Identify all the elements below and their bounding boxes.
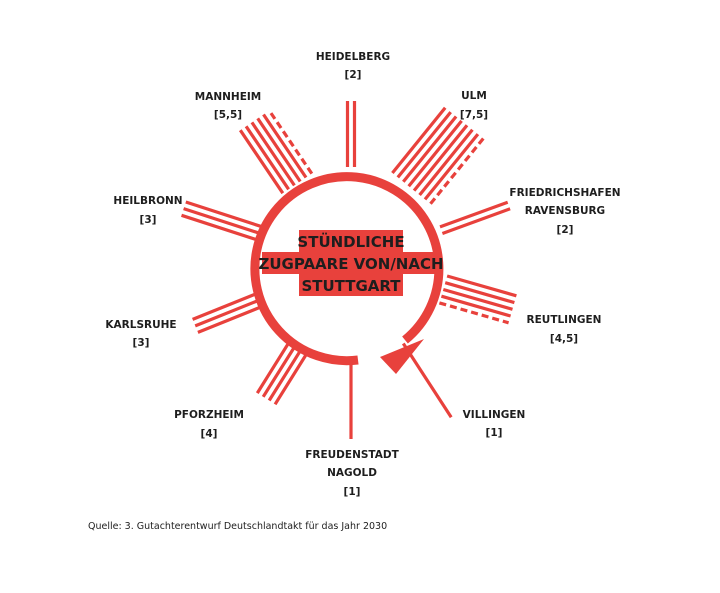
ray-karlsruhe-line-3 xyxy=(192,291,260,321)
ray-pforzheim-line-2 xyxy=(267,345,305,402)
center-title-line-3: STUTTGART xyxy=(301,277,401,295)
center-title-line-2-bg xyxy=(262,252,440,274)
label-mannheim-name: MANNHEIM xyxy=(195,91,261,103)
ray-mannheim-line-2 xyxy=(244,125,290,191)
label-heilbronn-count: [3] xyxy=(140,214,157,226)
ray-ulm-dashed-8 xyxy=(429,137,485,205)
label-ulm-count: [7,5] xyxy=(460,109,488,121)
ray-mannheim-line-3 xyxy=(250,121,296,187)
source-note: Quelle: 3. Gutachterentwurf Deutschlandt… xyxy=(88,521,388,532)
label-heidelberg-name: HEIDELBERG xyxy=(316,51,390,63)
label-villingen-name: VILLINGEN xyxy=(463,409,526,421)
ray-heilbronn-line-3 xyxy=(185,200,263,229)
ray-pforzheim-line-1 xyxy=(273,349,311,406)
label-friedrichshafen-count: [2] xyxy=(557,224,574,236)
ray-ulm-line-6 xyxy=(418,128,474,197)
label-villingen-count: [1] xyxy=(486,427,503,439)
ray-friedrichshafen-line-2 xyxy=(441,207,511,236)
ray-karlsruhe-line-1 xyxy=(197,304,266,334)
ray-reutlingen-line-2 xyxy=(444,281,515,305)
ray-mannheim-dashed-6 xyxy=(267,109,314,175)
label-heidelberg-count: [2] xyxy=(345,69,362,81)
ray-reutlingen-dashed-5 xyxy=(438,301,510,325)
rays-layer xyxy=(181,101,517,439)
label-friedrichshafen-name: FRIEDRICHSHAFEN xyxy=(509,187,620,199)
label-ulm-name: ULM xyxy=(461,90,487,102)
label-karlsruhe-name: KARLSRUHE xyxy=(105,319,176,331)
center-title-line-1: STÜNDLICHE xyxy=(297,232,404,251)
ray-ulm-line-7 xyxy=(423,133,480,201)
label-mannheim-count: [5,5] xyxy=(214,109,242,121)
ray-mannheim-line-4 xyxy=(256,117,302,183)
label-pforzheim-count: [4] xyxy=(201,428,218,440)
label-nagold-name: NAGOLD xyxy=(327,467,377,479)
ray-ulm-line-4 xyxy=(407,119,463,188)
ray-mannheim-line-1 xyxy=(238,129,285,195)
ray-reutlingen-line-1 xyxy=(446,274,517,298)
label-reutlingen-name: REUTLINGEN xyxy=(527,314,602,326)
center-title-line-2: ZUGPAARE VON/NACH xyxy=(258,255,443,273)
ray-villingen-line-1 xyxy=(401,342,453,419)
label-freudenstadt-name: FREUDENSTADT xyxy=(305,449,399,461)
center-title-line-1-bg xyxy=(299,230,403,252)
label-pforzheim-name: PFORZHEIM xyxy=(174,409,244,421)
center-title: STÜNDLICHE ZUGPAARE VON/NACH STUTTGART xyxy=(258,230,444,296)
ray-pforzheim-line-3 xyxy=(261,341,299,398)
ray-karlsruhe-line-2 xyxy=(194,297,263,328)
ray-ulm-line-3 xyxy=(402,115,458,183)
ray-ulm-line-2 xyxy=(396,111,452,179)
ray-ulm-line-1 xyxy=(391,106,447,175)
arrowhead-icon xyxy=(380,339,424,374)
ray-friedrichshafen-line-1 xyxy=(439,200,509,229)
label-freudenstadt-count: [1] xyxy=(344,486,361,498)
label-heilbronn-name: HEILBRONN xyxy=(113,195,182,207)
ray-reutlingen-line-4 xyxy=(440,294,512,318)
ray-heilbronn-line-2 xyxy=(183,207,261,235)
ray-heilbronn-line-1 xyxy=(181,213,258,242)
ray-ulm-line-5 xyxy=(412,124,469,192)
label-ravensburg-name: RAVENSBURG xyxy=(525,205,605,217)
ray-pforzheim-line-4 xyxy=(255,337,293,394)
destination-labels: HEIDELBERG [2] ULM [7,5] FRIEDRICHSHAFEN… xyxy=(105,51,620,498)
ray-mannheim-line-5 xyxy=(262,113,308,179)
label-karlsruhe-count: [3] xyxy=(133,337,150,349)
ray-reutlingen-line-3 xyxy=(442,287,513,311)
center-title-line-3-bg xyxy=(299,274,403,296)
label-reutlingen-count: [4,5] xyxy=(550,333,578,345)
